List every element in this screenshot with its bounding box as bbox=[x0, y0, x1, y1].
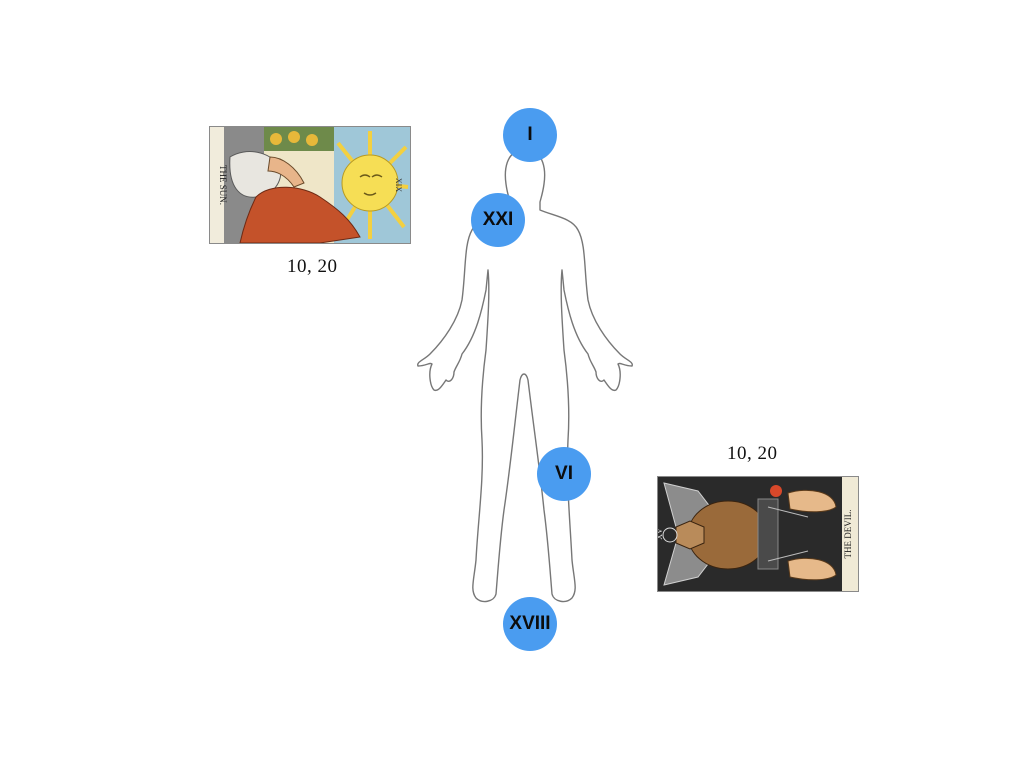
position-marker-shoulder[interactable]: XXI bbox=[471, 193, 525, 247]
human-body-outline bbox=[417, 149, 633, 603]
position-marker-knee[interactable]: VI bbox=[537, 447, 591, 501]
tarot-card-the-sun[interactable]: THE SUN. XIX bbox=[209, 126, 411, 244]
sun-card-numeral: XIX bbox=[394, 178, 403, 192]
position-marker-head[interactable]: I bbox=[503, 108, 557, 162]
devil-card-numeral: XV bbox=[658, 528, 664, 540]
position-marker-feet[interactable]: XVIII bbox=[503, 597, 557, 651]
tarot-card-the-devil[interactable]: THE DEVIL. XV bbox=[657, 476, 859, 592]
sun-card-coordinates: 10, 20 bbox=[287, 256, 338, 277]
devil-card-title: THE DEVIL. bbox=[843, 510, 853, 559]
sun-card-title: THE SUN. bbox=[218, 165, 228, 205]
devil-card-coordinates: 10, 20 bbox=[727, 443, 778, 464]
